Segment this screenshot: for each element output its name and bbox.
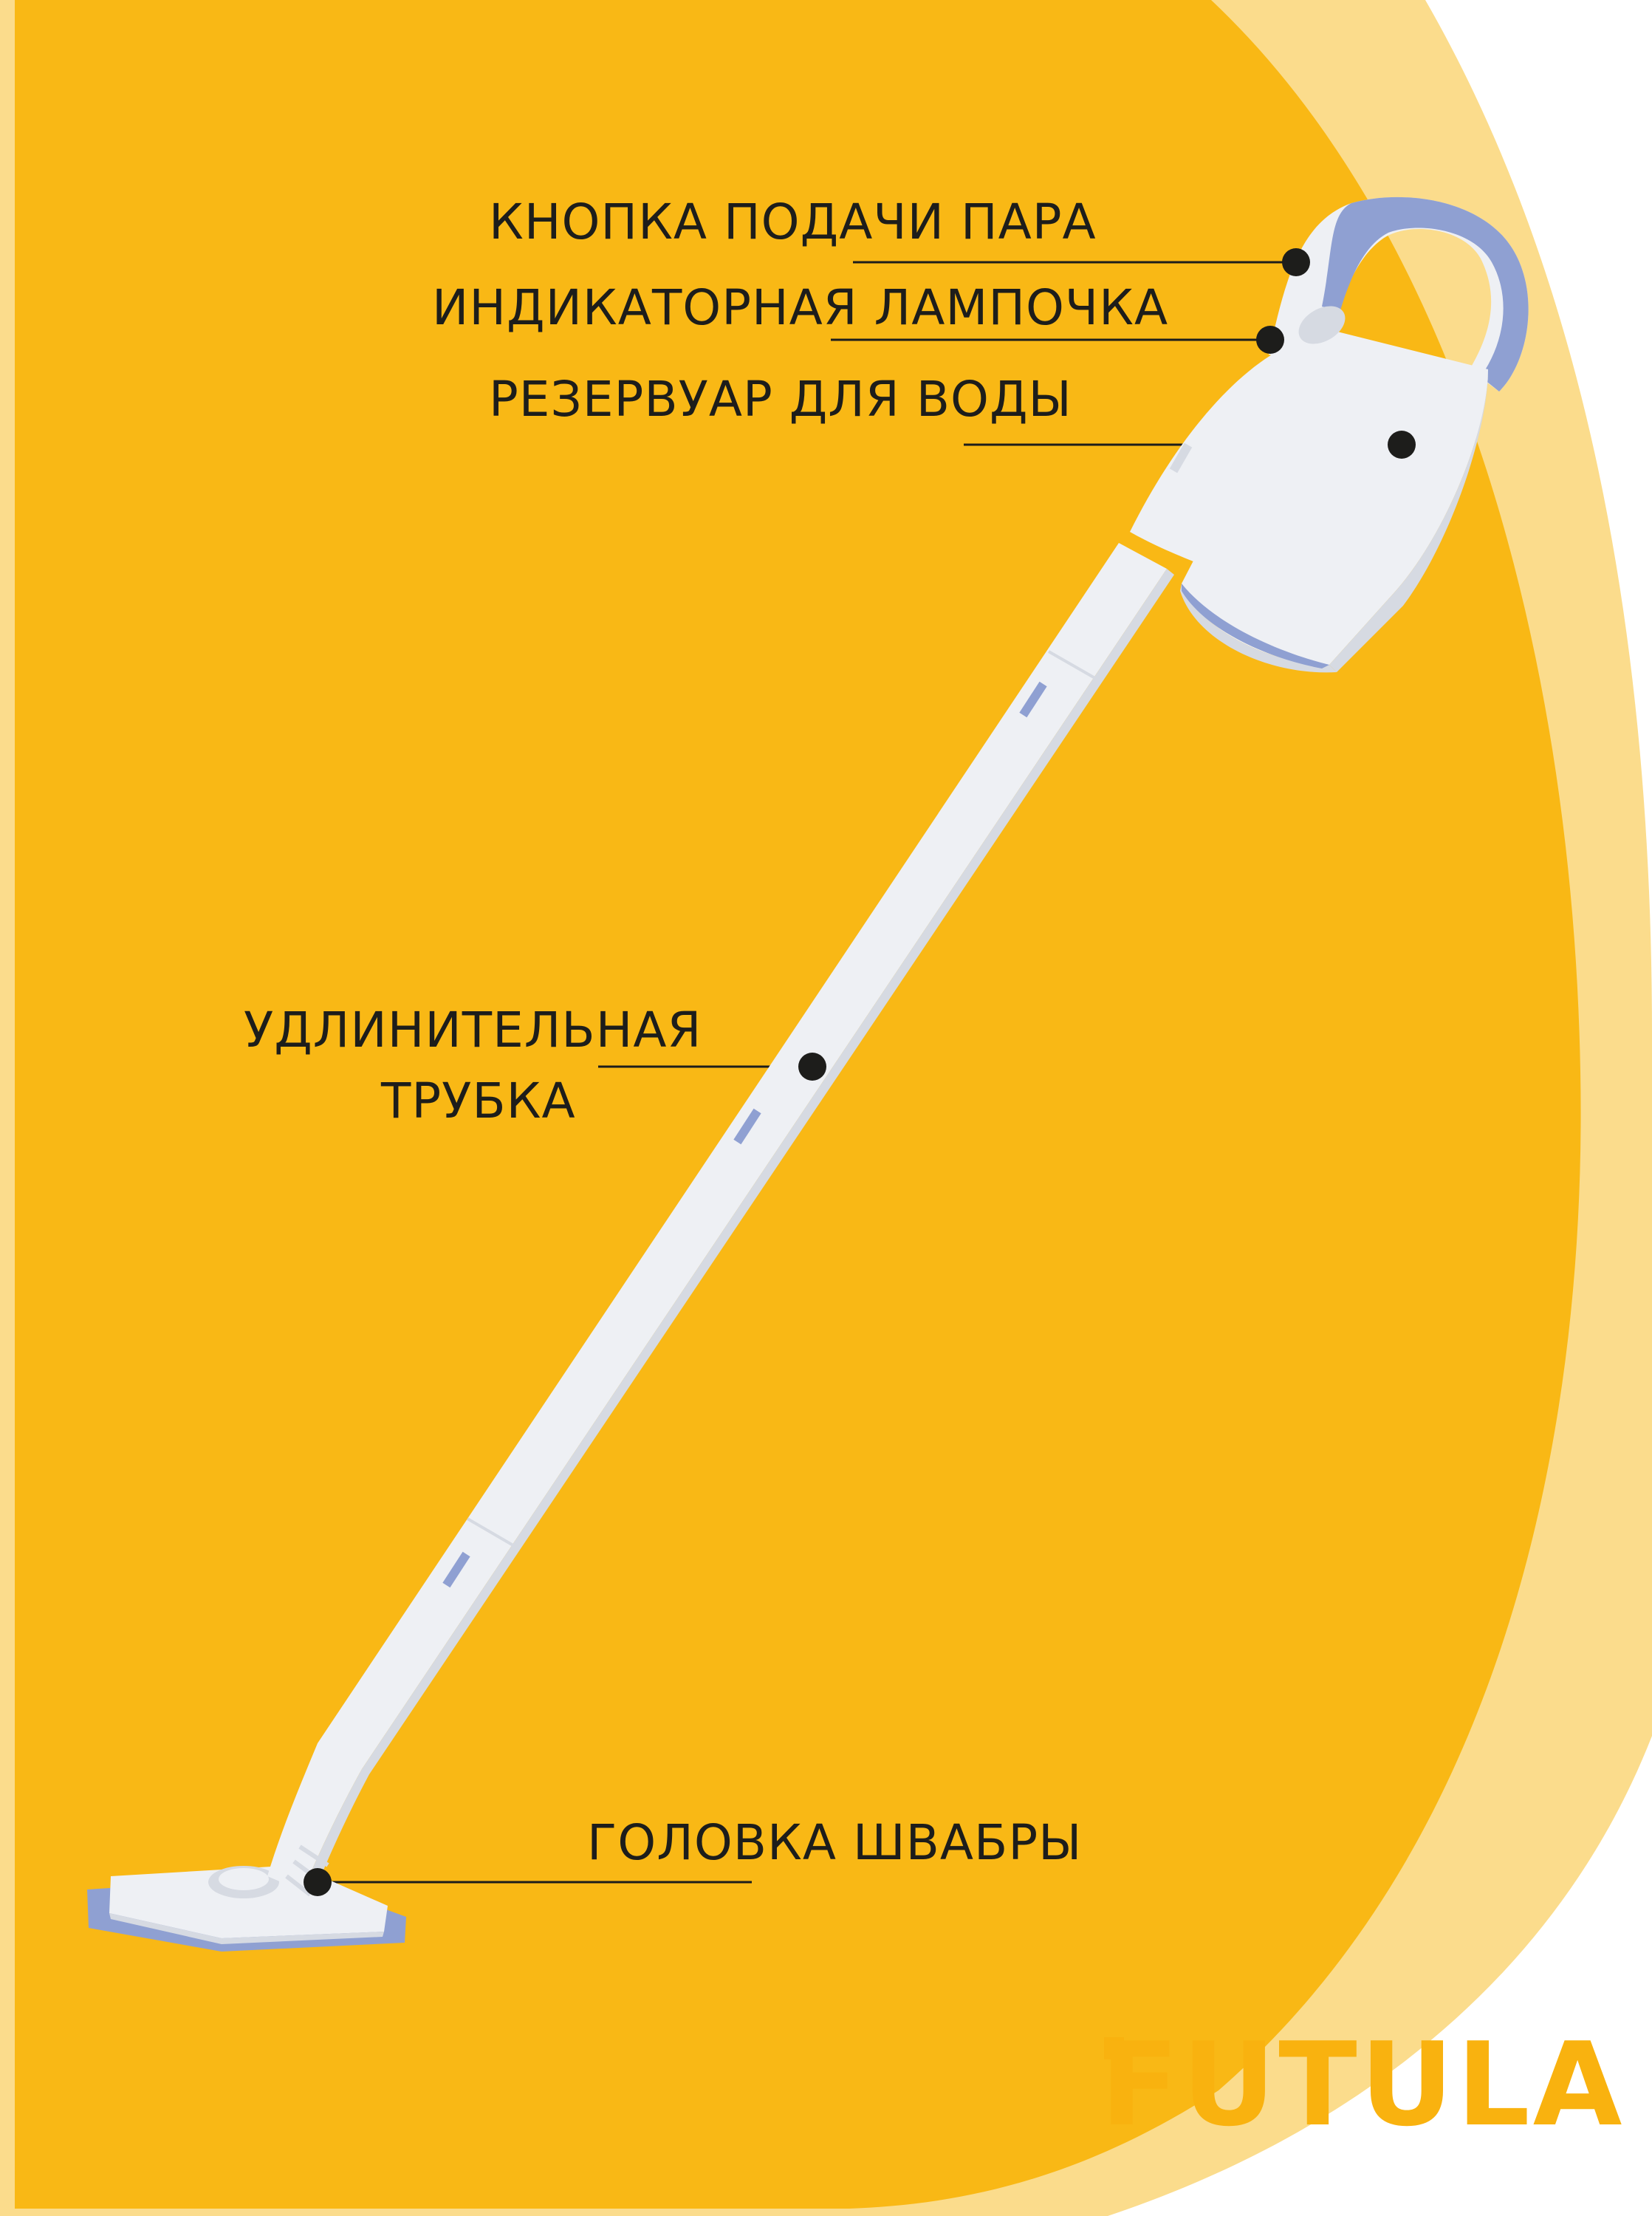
- indicator-lamp-label: ИНДИКАТОРНАЯ ЛАМПОЧКА: [432, 279, 1169, 336]
- water-tank-label: РЕЗЕРВУАР ДЛЯ ВОДЫ: [489, 371, 1072, 428]
- water-tank-dot: [1388, 431, 1416, 459]
- brand-logo: FUTULA: [1100, 2017, 1625, 2152]
- steam-unit: [1130, 196, 1529, 673]
- extension-tube-label-line1: УДЛИНИТЕЛЬНАЯ: [244, 1002, 702, 1059]
- steam-button-label: КНОПКА ПОДАЧИ ПАРА: [489, 194, 1097, 250]
- mop-head-label: ГОЛОВКА ШВАБРЫ: [587, 1814, 1083, 1871]
- brand-accent-icon: [1104, 2037, 1124, 2059]
- mop-head-dot: [304, 1868, 332, 1896]
- steam-button-dot: [1282, 248, 1310, 276]
- extension-tube-label-line2: ТРУБКА: [381, 1073, 576, 1129]
- extension-tube: [267, 543, 1174, 1897]
- leader-dots: [304, 248, 1416, 1896]
- water-tank: [1182, 329, 1488, 665]
- extension-tube-dot: [798, 1053, 826, 1081]
- indicator-lamp-dot: [1256, 326, 1284, 354]
